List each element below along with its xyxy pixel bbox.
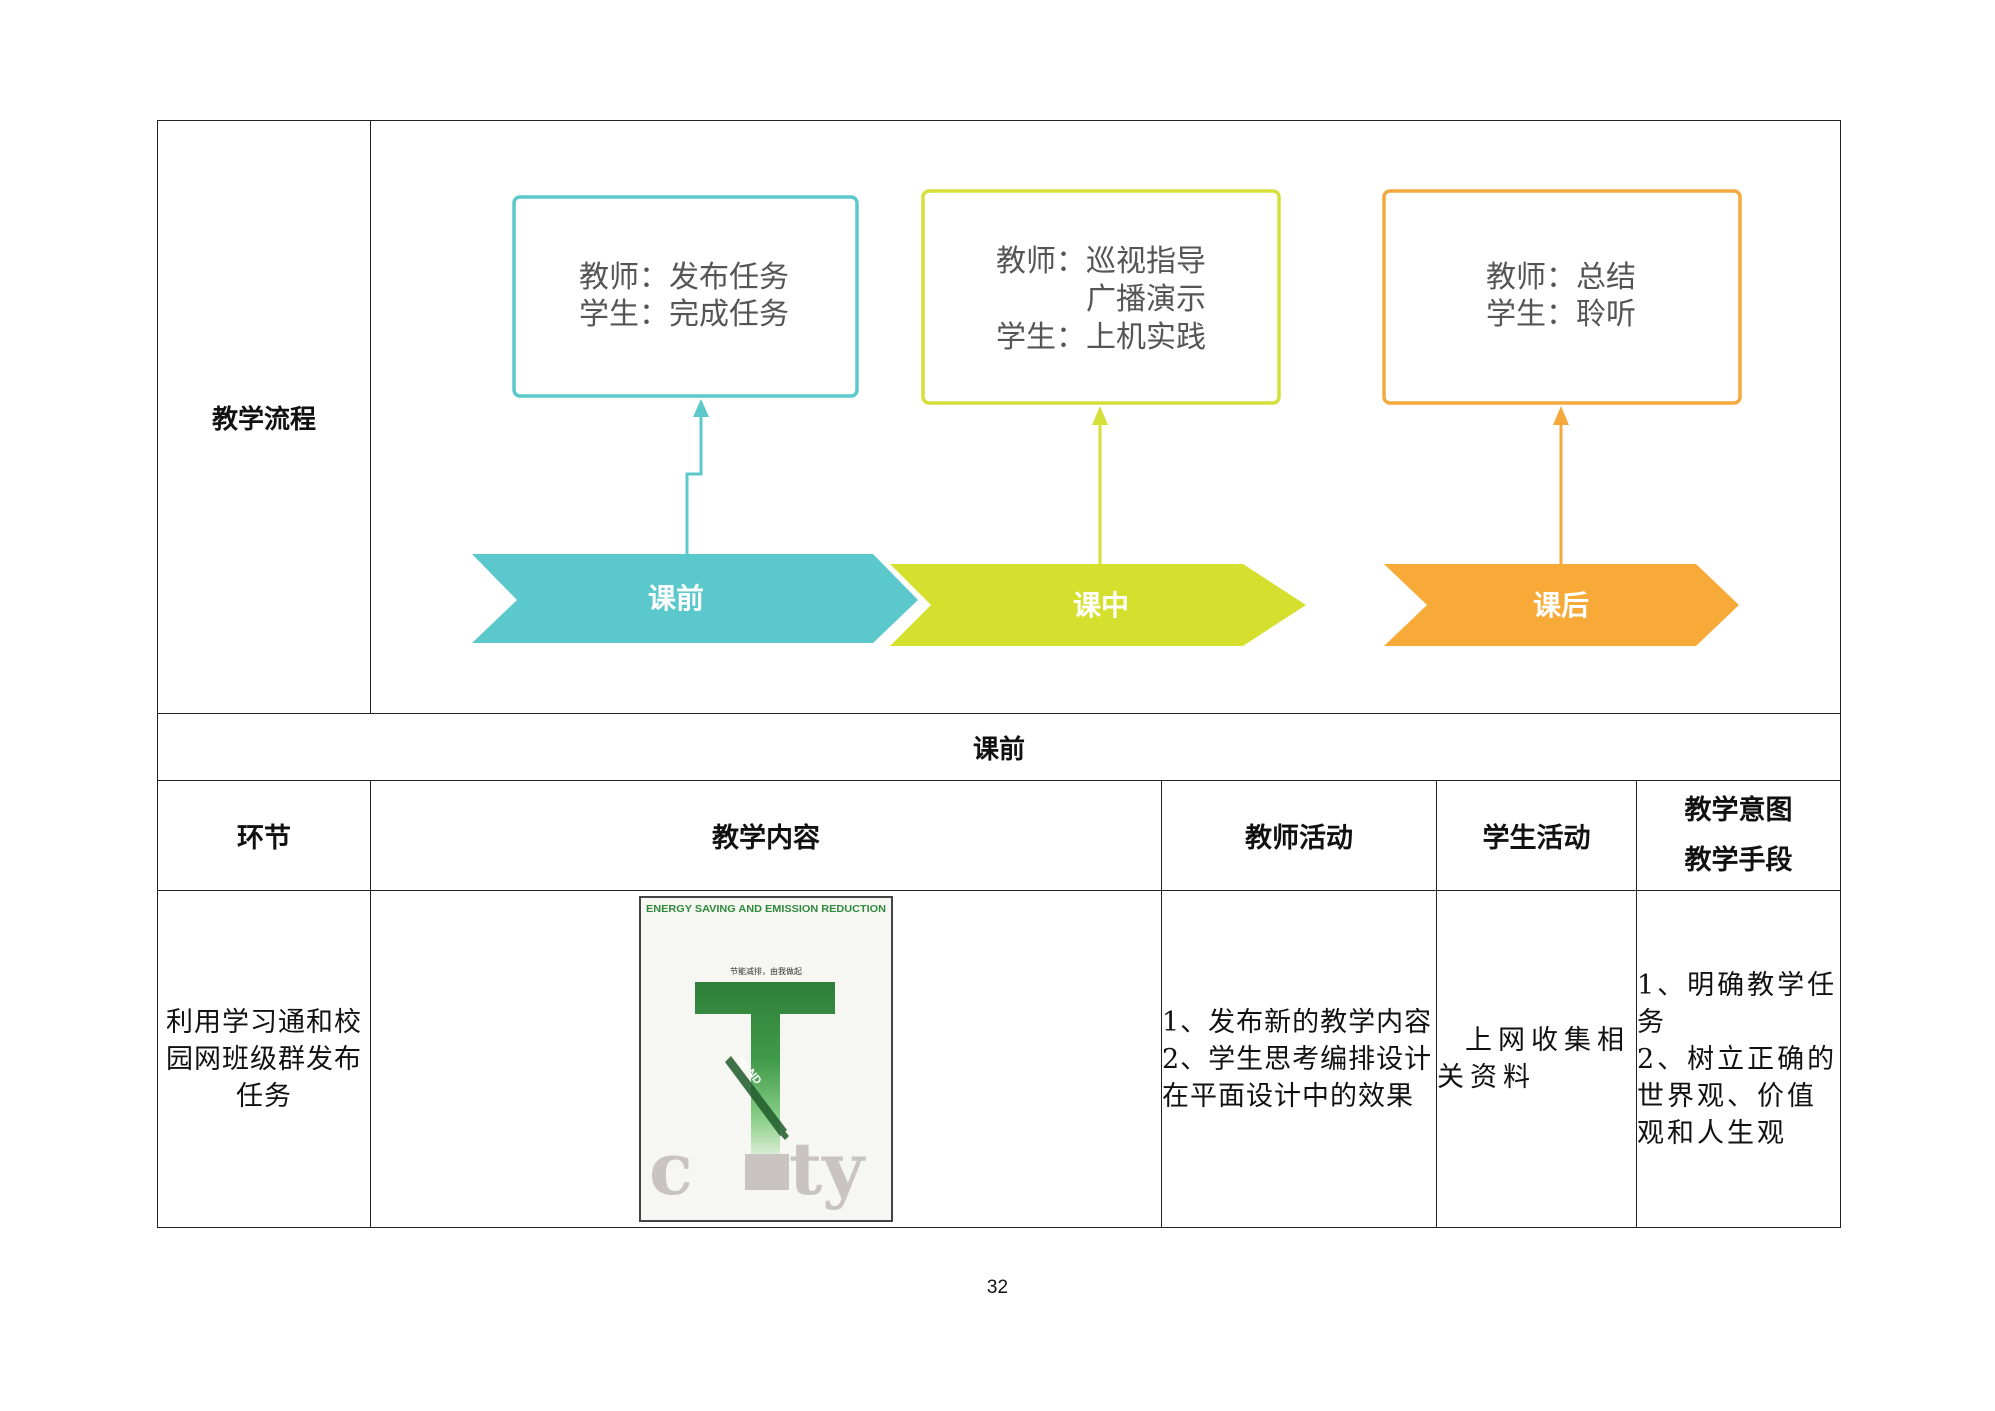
poster-banner: ENERGY SAVING AND EMISSION REDUCTION bbox=[646, 903, 886, 915]
connector-during-head bbox=[1092, 406, 1108, 425]
chevron-during bbox=[890, 564, 1306, 646]
row-content: ENERGY SAVING AND EMISSION REDUCTION 节能减… bbox=[370, 890, 1162, 1228]
chevron-before bbox=[472, 554, 918, 643]
row-teacher: 1、发布新的教学内容 2、学生思考编排设计在平面设计中的效果 bbox=[1161, 890, 1437, 1228]
chevron-during-label: 课中 bbox=[1073, 589, 1129, 622]
box-during-line2: 广播演示 bbox=[1086, 282, 1206, 317]
row-stage: 利用学习通和校园网班级群发布任务 bbox=[157, 890, 371, 1228]
flow-label: 教学流程 bbox=[157, 120, 371, 714]
box-before-line2: 学生：完成任务 bbox=[579, 297, 789, 332]
flow-diagram: 教师：发布任务 学生：完成任务 教师：巡视指导 广播演示 学生：上机实践 教师：… bbox=[472, 189, 1742, 646]
poster-image: ENERGY SAVING AND EMISSION REDUCTION 节能减… bbox=[639, 896, 893, 1222]
connector-before-head bbox=[693, 399, 709, 417]
flow-diagram-cell: 教师：发布任务 学生：完成任务 教师：巡视指导 广播演示 学生：上机实践 教师：… bbox=[370, 120, 1841, 714]
header-intent-line2: 教学手段 bbox=[1684, 844, 1793, 876]
section-title: 课前 bbox=[157, 713, 1841, 781]
connector-after-head bbox=[1553, 406, 1569, 425]
row-student: 上网收集相关资料 bbox=[1436, 890, 1637, 1228]
box-during-line1: 教师：巡视指导 bbox=[996, 244, 1206, 279]
flow-box-during bbox=[921, 189, 1281, 405]
header-content: 教学内容 bbox=[370, 780, 1162, 891]
box-after-line2: 学生：聆听 bbox=[1486, 297, 1636, 332]
box-during-line3: 学生：上机实践 bbox=[996, 320, 1206, 355]
connector-before bbox=[685, 411, 703, 554]
chevron-after bbox=[1384, 564, 1739, 646]
header-teacher: 教师活动 bbox=[1161, 780, 1437, 891]
header-stage: 环节 bbox=[157, 780, 371, 891]
poster-letter-i bbox=[695, 982, 835, 1154]
flow-box-after bbox=[1382, 189, 1742, 405]
row-intent: 1、明确教学任务 2、树立正确的世界观、价值观和人生观 bbox=[1636, 890, 1841, 1228]
poster-slogan: 节能减排，由我做起 bbox=[730, 966, 802, 976]
page-number: 32 bbox=[986, 1277, 1009, 1298]
header-intent-line1: 教学意图 bbox=[1684, 794, 1793, 826]
box-after-line1: 教师：总结 bbox=[1486, 260, 1636, 295]
poster-brush bbox=[725, 1056, 789, 1140]
header-student: 学生活动 bbox=[1436, 780, 1637, 891]
chevron-before-label: 课前 bbox=[648, 582, 704, 615]
poster-word-right: ty bbox=[789, 1126, 866, 1211]
poster-word-left: c bbox=[649, 1126, 693, 1211]
box-before-line1: 教师：发布任务 bbox=[579, 260, 789, 295]
flow-box-before bbox=[512, 195, 859, 398]
chevron-after-label: 课后 bbox=[1533, 589, 1589, 622]
header-intent: 教学意图 教学手段 bbox=[1636, 780, 1841, 891]
lesson-table: 教学流程 教师：发布任务 学生：完成任务 教师：巡视指导 广播演示 学生：上机实… bbox=[157, 120, 1841, 1228]
poster-i-base bbox=[745, 1154, 789, 1190]
